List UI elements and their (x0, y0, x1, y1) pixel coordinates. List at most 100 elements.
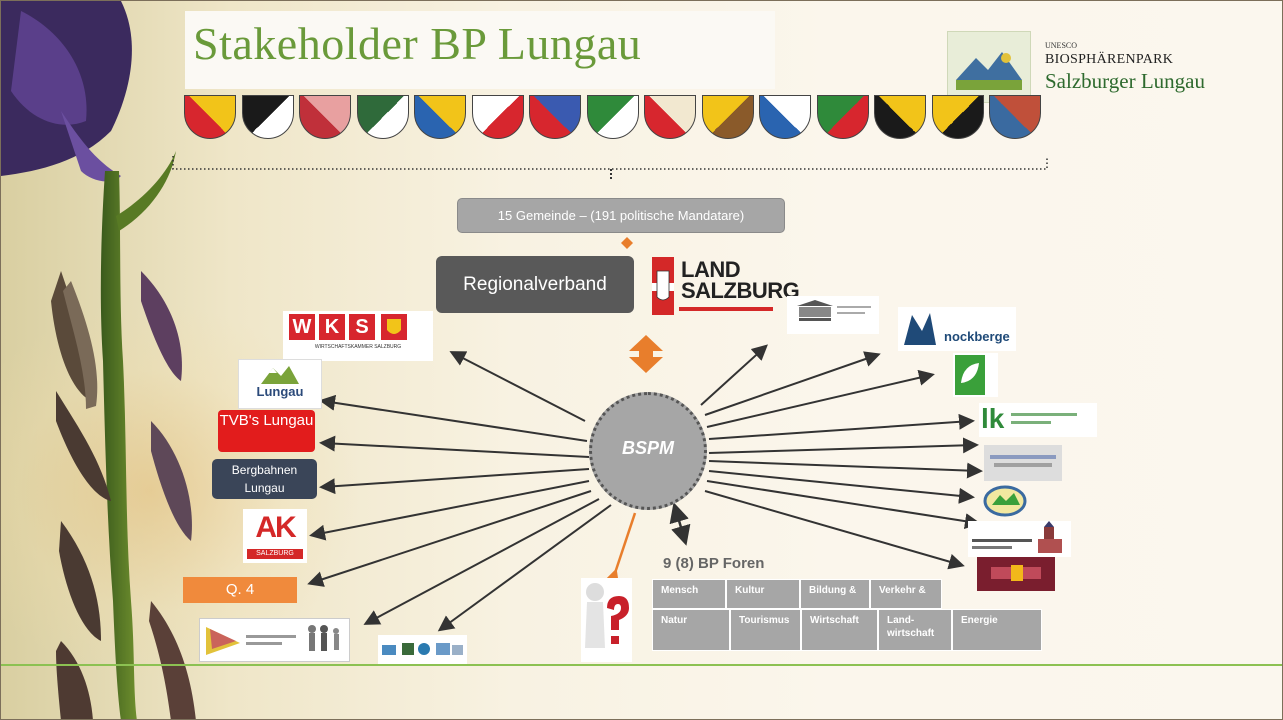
partner-logo-5 (984, 445, 1062, 481)
line-smalllogos (437, 504, 612, 632)
leader-logo (953, 353, 998, 397)
municipality-crest-icon (299, 95, 351, 139)
lk-subtitle-icon (1011, 413, 1077, 424)
partner-logo-8 (977, 557, 1055, 591)
forum-cell: Kultur (726, 579, 800, 609)
forum-cell: Tourismus (730, 609, 801, 651)
bergbahnen-box: Bergbahnen Lungau (212, 459, 317, 499)
partner-logos-icon (382, 643, 463, 655)
line-r5 (708, 437, 979, 454)
land-salzburg-flag-icon (652, 257, 674, 315)
forum-cell: Wirtschaft (801, 609, 878, 651)
bergbahnen-line1: Bergbahnen (231, 463, 298, 477)
question-mark-figure-icon (581, 578, 632, 662)
ak-logo-sub: SALZBURG (247, 549, 303, 559)
municipality-crest-icon (701, 95, 754, 139)
municipality-crest-icon (644, 95, 696, 139)
gemeinde-box: 15 Gemeinde – (191 politische Mandatare) (457, 198, 785, 233)
municipality-crest-icon (184, 95, 236, 139)
line-wks (449, 351, 586, 422)
unesco-temple-icon (797, 300, 871, 321)
municipality-crest-icon (356, 95, 409, 139)
line-question (600, 512, 637, 591)
municipality-crest-icon (989, 95, 1041, 139)
round-badge-icon (983, 485, 1027, 517)
municipality-crest-icon (874, 95, 926, 139)
lk-logo-text: lk (981, 403, 1005, 434)
tvb-box: TVB's Lungau (218, 410, 315, 452)
ak-logo: AK SALZBURG (243, 509, 307, 563)
wks-letter-s: S (349, 314, 375, 340)
orange-arrow-big (629, 335, 663, 373)
bspm-circle (589, 392, 707, 510)
bracket-line (172, 156, 1048, 170)
line-green (706, 369, 935, 428)
forum-cell: Land-wirtschaft (878, 609, 952, 651)
wks-letter-k: K (319, 314, 345, 340)
landwirtschaftskammer-logo: lk (979, 403, 1097, 437)
municipality-crest-icon (241, 95, 294, 139)
municipality-crest-icon (816, 95, 869, 139)
land-line1: LAND (681, 257, 741, 282)
municipality-crest-icon (414, 95, 466, 139)
line-unesco (700, 344, 768, 406)
leaf-icon (955, 355, 985, 395)
footer-green-line (1, 664, 1282, 666)
nockberge-icon (904, 313, 936, 345)
unesco-logo (787, 296, 879, 334)
land-salzburg-text: LAND SALZBURG (681, 257, 800, 303)
frauen-network-icon (206, 625, 339, 655)
line-r6 (708, 460, 983, 479)
line-foren (669, 502, 691, 546)
nockberge-logo: nockberge (898, 307, 1016, 351)
line-tvb (319, 435, 590, 458)
foren-title: 9 (8) BP Foren (663, 555, 765, 572)
municipality-crest-icon (529, 95, 581, 139)
wks-subtitle: WIRTSCHAFTSKAMMER SALZBURG (314, 344, 402, 350)
bergbahnen-line2: Lungau (244, 481, 285, 495)
church-icon (972, 521, 1062, 553)
land-underline (679, 307, 773, 311)
land-line2: SALZBURG (681, 278, 800, 303)
q4-box: Q. 4 (183, 577, 297, 603)
logo-line2: Salzburger Lungau (1045, 69, 1205, 93)
lungau-logo-text: Lungau (256, 384, 304, 399)
wks-logo: W K S WIRTSCHAFTSKAMMER SALZBURG (283, 311, 433, 361)
regionalverband-box: Regionalverband (436, 256, 634, 313)
monkshood-plant-image (1, 1, 196, 719)
line-r7 (708, 470, 975, 504)
nockberge-small (944, 309, 946, 318)
bspm-label: BSPM (621, 438, 674, 458)
line-frauen (363, 498, 600, 625)
partner-5-icon (990, 455, 1056, 467)
wks-crest-icon (381, 314, 407, 340)
lungau-logo: Lungau (238, 359, 322, 409)
slide-title: Stakeholder BP Lungau (193, 18, 642, 69)
logo-line1: BIOSPHÄRENPARK (1045, 52, 1174, 67)
municipality-crest-icon (586, 95, 639, 139)
biosphere-logo-icon (947, 31, 1031, 103)
forum-cell: Bildung & (800, 579, 870, 609)
forum-cell: Energie (952, 609, 1042, 651)
orange-arrow-small (621, 237, 633, 249)
forum-cell: Mensch (652, 579, 726, 609)
small-partner-logos (378, 635, 467, 664)
line-r8 (706, 480, 981, 530)
nockberge-text: nockberge (944, 329, 1010, 344)
line-lk (708, 413, 975, 440)
logo-unesco-text: UNESCO (1045, 41, 1078, 50)
municipality-crest-icon (471, 95, 524, 139)
title-background (185, 11, 775, 89)
line-berg (319, 468, 590, 495)
forum-cell: Verkehr & (870, 579, 942, 609)
line-nockberge (704, 351, 881, 416)
line-lungau (319, 394, 588, 442)
partner-logo-6 (982, 485, 1028, 517)
line-ak (309, 480, 590, 541)
forum-cell: Natur (652, 609, 730, 651)
municipality-crest-icon (759, 95, 811, 139)
line-q4 (307, 490, 592, 587)
partner-logo-7 (968, 521, 1071, 557)
wks-letter-w: W (289, 314, 315, 340)
